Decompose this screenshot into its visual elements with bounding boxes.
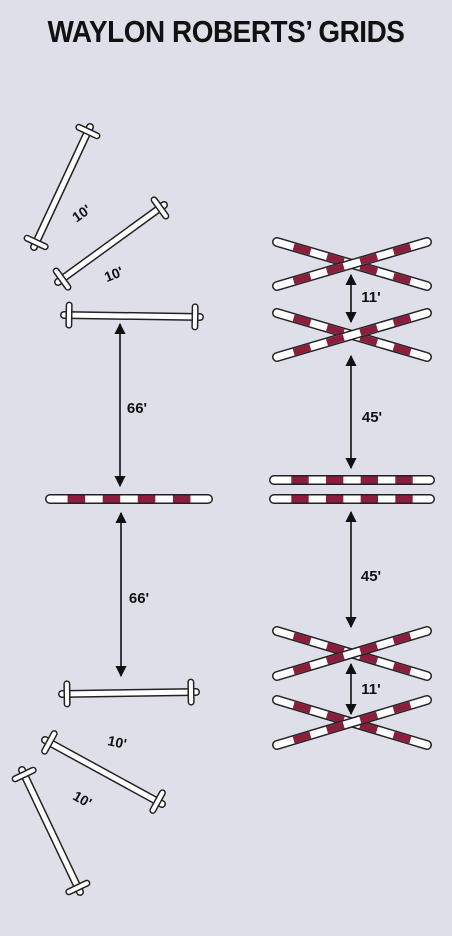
pole-end-cross (52, 267, 72, 291)
left-upper-distance-label: 66' (127, 400, 147, 417)
pole-end-cross (41, 730, 58, 755)
pole-end-cross (65, 879, 91, 896)
arrows-layer (114, 273, 357, 716)
ground-pole-upper (60, 301, 204, 331)
poles-layer (11, 123, 435, 896)
fan-pole-bottom-2 (11, 766, 91, 896)
left-lower-distance-label: 66' (129, 590, 149, 607)
fan-pole-bottom-1 (41, 730, 166, 814)
cross-rail-b (272, 308, 432, 362)
diagram-title: WAYLON ROBERTS’ GRIDS (47, 14, 405, 49)
ground-pole-lower (58, 678, 200, 708)
top-fan-lower-label: 10' (102, 263, 126, 285)
top-fan-upper-label: 10' (69, 201, 94, 225)
pole-end-cross (75, 123, 101, 140)
labels-layer: 10' 10' 66' 66' 10' 10' 11' 45' 45' 11' (69, 201, 382, 811)
pole-end-cross (150, 196, 170, 220)
fan-pole-top-1 (23, 123, 101, 251)
cross-rail-b (272, 626, 432, 681)
pole-end-cross (149, 789, 166, 814)
bottom-fan-upper-label: 10' (106, 732, 128, 752)
bottom-fan-lower-label: 10' (70, 787, 94, 810)
right-mid-lower-distance-label: 45' (361, 568, 381, 585)
right-mid-upper-distance-label: 45' (362, 409, 382, 426)
pole-end-cross (11, 766, 37, 783)
fan-pole-top-2 (52, 196, 170, 291)
pole-end-cross (23, 234, 49, 251)
right-top-distance-label: 11' (361, 289, 380, 306)
cross-rail-b (272, 695, 432, 750)
cross-rail-b (272, 237, 432, 291)
right-bottom-distance-label: 11' (361, 681, 380, 698)
